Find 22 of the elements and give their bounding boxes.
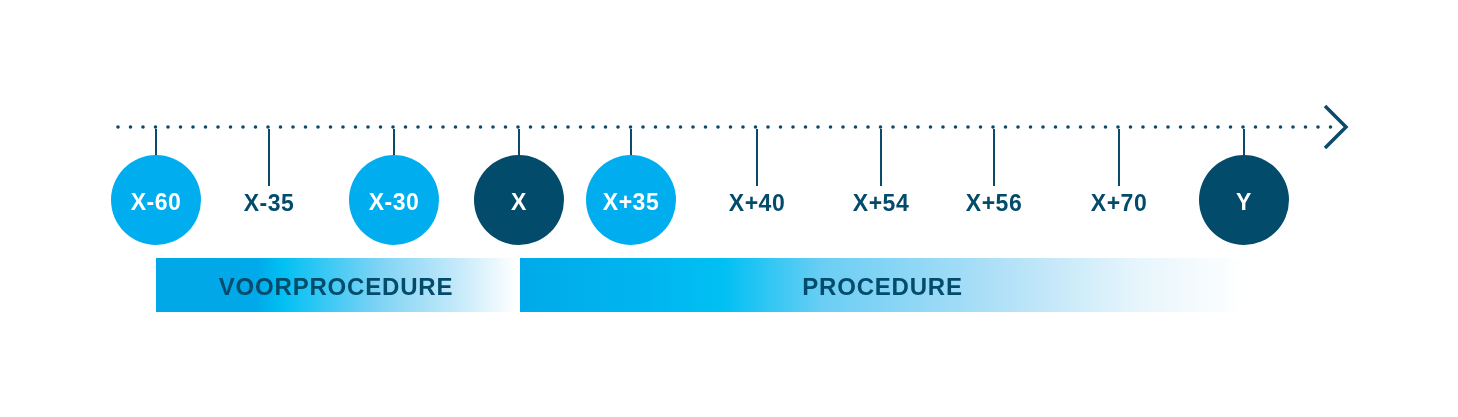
timeline-axis xyxy=(116,104,1349,150)
axis-tick xyxy=(880,128,882,187)
milestone-label: X xyxy=(511,188,527,214)
milestone-label: Y xyxy=(1236,188,1252,214)
milestone-label: X+40 xyxy=(728,189,786,215)
axis-tick xyxy=(1118,128,1120,187)
axis-tick xyxy=(630,128,632,156)
axis-tick xyxy=(756,128,758,187)
milestone-label: X+56 xyxy=(965,189,1023,215)
phase-label: PROCEDURE xyxy=(802,272,963,299)
milestone-label: X+54 xyxy=(852,189,910,215)
axis-tick xyxy=(268,128,270,187)
milestone-label: X-60 xyxy=(130,188,182,214)
axis-tick xyxy=(155,128,157,156)
axis-tick xyxy=(393,128,395,156)
milestone-label: X+70 xyxy=(1090,189,1148,215)
axis-tick xyxy=(993,128,995,187)
milestone-label: X-30 xyxy=(368,188,420,214)
milestone-label: X+35 xyxy=(602,188,660,214)
milestone-label: X-35 xyxy=(243,189,295,215)
axis-tick xyxy=(518,128,520,156)
axis-tick xyxy=(1243,128,1245,156)
